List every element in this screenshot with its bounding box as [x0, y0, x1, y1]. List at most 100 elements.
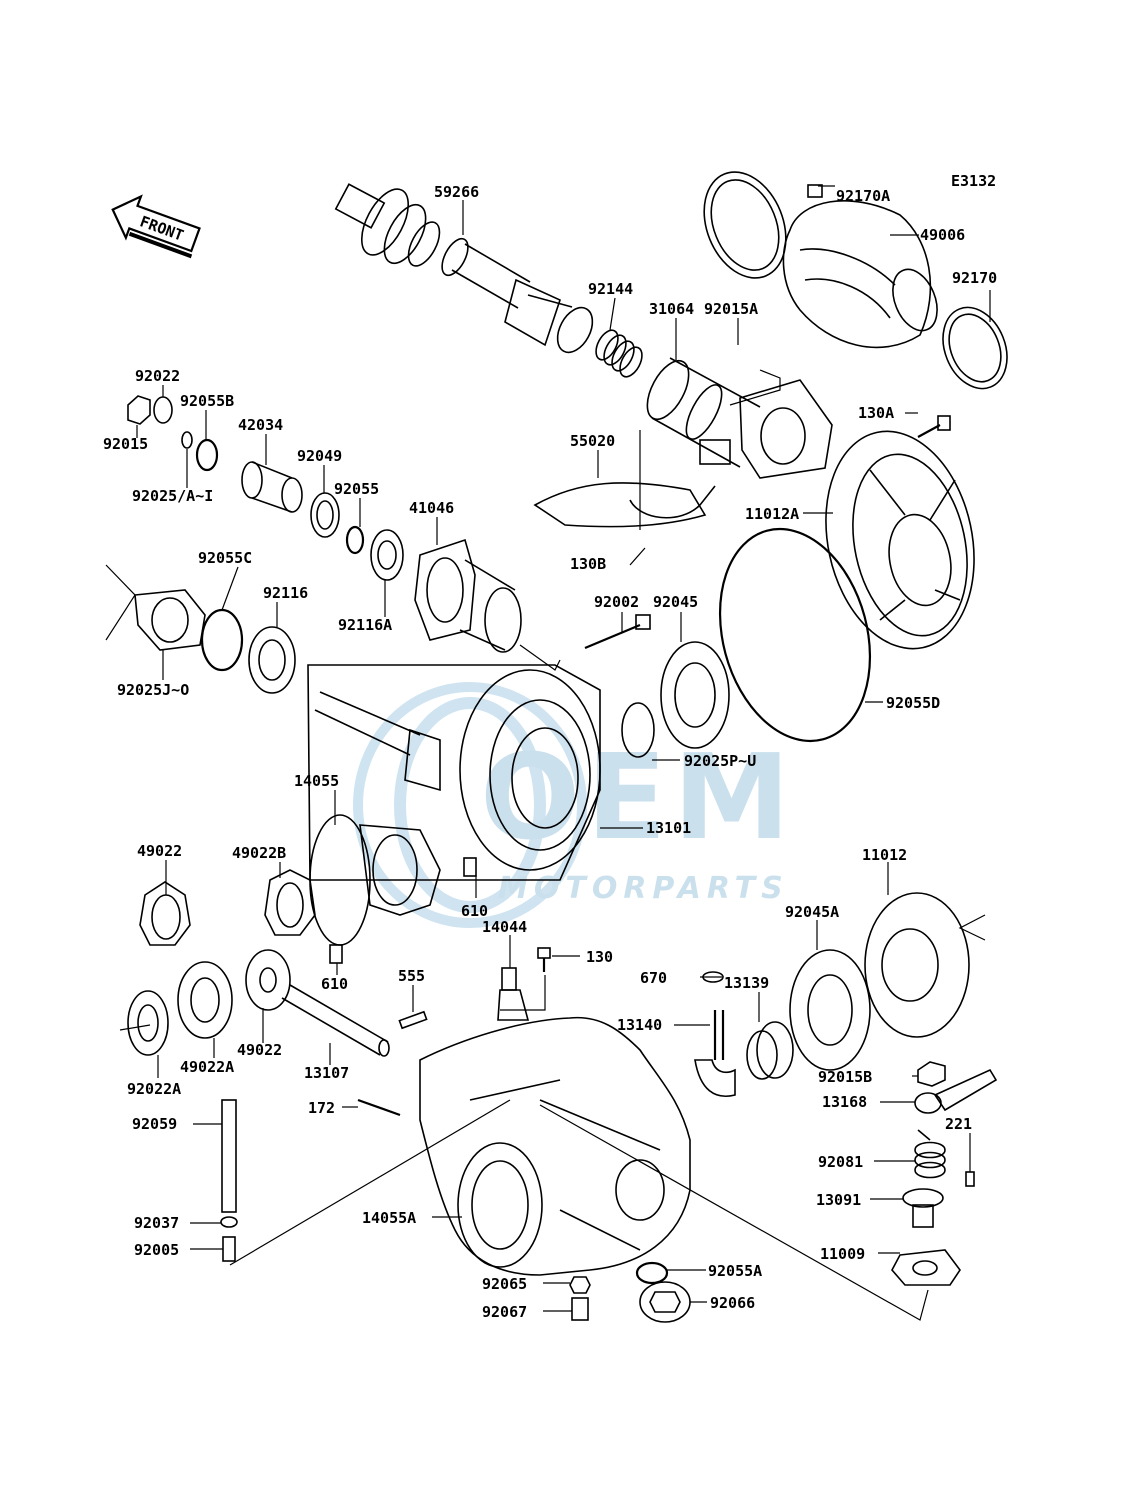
label-92170A: 92170A	[836, 187, 890, 205]
label-13140: 13140	[617, 1016, 662, 1034]
label-92170: 92170	[952, 269, 997, 287]
label-92015A: 92015A	[704, 300, 758, 318]
cover-11012	[864, 892, 970, 1038]
o-ring-92055C	[200, 608, 244, 672]
label-92049: 92049	[297, 447, 342, 465]
pin-555	[398, 1010, 428, 1030]
label-49022a: 49022	[137, 842, 182, 860]
nut-92015B	[917, 1061, 946, 1087]
label-41046: 41046	[409, 499, 454, 517]
label-11009: 11009	[820, 1245, 865, 1263]
washer-92022	[153, 396, 173, 424]
label-13168: 13168	[822, 1093, 867, 1111]
lever-13168	[914, 1068, 998, 1114]
label-55020: 55020	[570, 432, 615, 450]
watermark-globe-icon	[353, 682, 587, 928]
seal-inner	[316, 500, 334, 530]
label-92055A: 92055A	[708, 1262, 762, 1280]
label-11012: 11012	[862, 846, 907, 864]
bearing-92116A	[370, 529, 404, 581]
fitting-92005	[222, 1236, 236, 1262]
label-610b: 610	[321, 975, 348, 993]
label-92116: 92116	[263, 584, 308, 602]
leader-lines	[136, 185, 991, 1312]
label-13107: 13107	[304, 1064, 349, 1082]
label-92045A: 92045A	[785, 903, 839, 921]
spring-92144	[595, 329, 643, 378]
bevel-gear-49022	[139, 881, 191, 946]
bearing-92045A	[789, 949, 871, 1071]
label-610a: 610	[461, 902, 488, 920]
assembly-guide-lines	[105, 369, 986, 1321]
label-92005: 92005	[134, 1241, 179, 1259]
bolt-92067	[571, 1297, 589, 1321]
label-92025AI: 92025/A~I	[132, 487, 213, 505]
label-92002: 92002	[594, 593, 639, 611]
label-130B: 130B	[570, 555, 606, 573]
watermark: OEM MOTORPARTS	[353, 682, 796, 928]
label-92059: 92059	[132, 1115, 177, 1133]
spring-92081	[914, 1129, 946, 1179]
label-670: 670	[640, 969, 667, 987]
label-42034: 42034	[238, 416, 283, 434]
guard-plate-55020	[533, 482, 707, 528]
label-92067: 92067	[482, 1303, 527, 1321]
bearing-inner	[377, 540, 397, 570]
bevel-gear-49022B	[264, 869, 316, 936]
label-59266: 59266	[434, 183, 479, 201]
o-ring-92055A	[635, 1261, 669, 1285]
label-92037: 92037	[134, 1214, 179, 1232]
diagram-code: E3132	[951, 172, 996, 190]
pinion-gear-49022	[245, 949, 291, 1011]
label-130A: 130A	[858, 404, 894, 422]
plug-92066	[639, 1281, 691, 1323]
shaft-13107	[281, 984, 390, 1057]
o-ring-92055B	[195, 438, 219, 472]
front-arrow-icon: FRONT	[111, 194, 201, 259]
o-ring-92055D	[718, 527, 872, 743]
washer-hole	[137, 1004, 159, 1042]
bearing-92116	[248, 626, 296, 694]
label-49022b: 49022	[237, 1041, 282, 1059]
pinion-42034	[241, 461, 303, 513]
tube-31064	[646, 357, 833, 479]
bearing-92045	[660, 641, 730, 749]
clip-92037	[220, 1216, 238, 1228]
watermark-brand: OEM	[480, 728, 796, 866]
label-172: 172	[308, 1099, 335, 1117]
o-ring-92055	[345, 525, 365, 555]
label-130: 130	[586, 948, 613, 966]
shim-92025PU	[621, 702, 655, 758]
label-92081: 92081	[818, 1153, 863, 1171]
gasket-hole	[151, 597, 189, 643]
drive-shaft-cv-joint	[334, 183, 594, 354]
label-92022A: 92022A	[127, 1080, 181, 1098]
label-92045: 92045	[653, 593, 698, 611]
washer-92022A	[127, 990, 169, 1056]
guard-bracket	[629, 485, 716, 519]
label-92025PU: 92025P~U	[684, 752, 756, 770]
label-49022A: 49022A	[180, 1058, 234, 1076]
label-14044: 14044	[482, 918, 527, 936]
gasket-11009	[891, 1249, 961, 1286]
label-14055: 14055	[294, 772, 339, 790]
label-92055D: 92055D	[886, 694, 940, 712]
label-92022: 92022	[135, 367, 180, 385]
nut-92015	[127, 395, 151, 425]
bearing-inner-3	[674, 662, 716, 728]
stud-172	[357, 1098, 401, 1117]
housing-41046	[414, 538, 522, 653]
cover-11012A	[825, 430, 975, 650]
sleeve-13139	[746, 1021, 794, 1080]
washer-92065	[569, 1276, 591, 1294]
boot-49006	[703, 171, 1008, 390]
label-92055B: 92055B	[180, 392, 234, 410]
bearing-inner-2	[258, 639, 286, 681]
shim-92025	[181, 431, 193, 449]
gasket-92025JO	[134, 589, 206, 651]
label-92066: 92066	[710, 1294, 755, 1312]
label-13091: 13091	[816, 1191, 861, 1209]
label-49022B: 49022B	[232, 844, 286, 862]
